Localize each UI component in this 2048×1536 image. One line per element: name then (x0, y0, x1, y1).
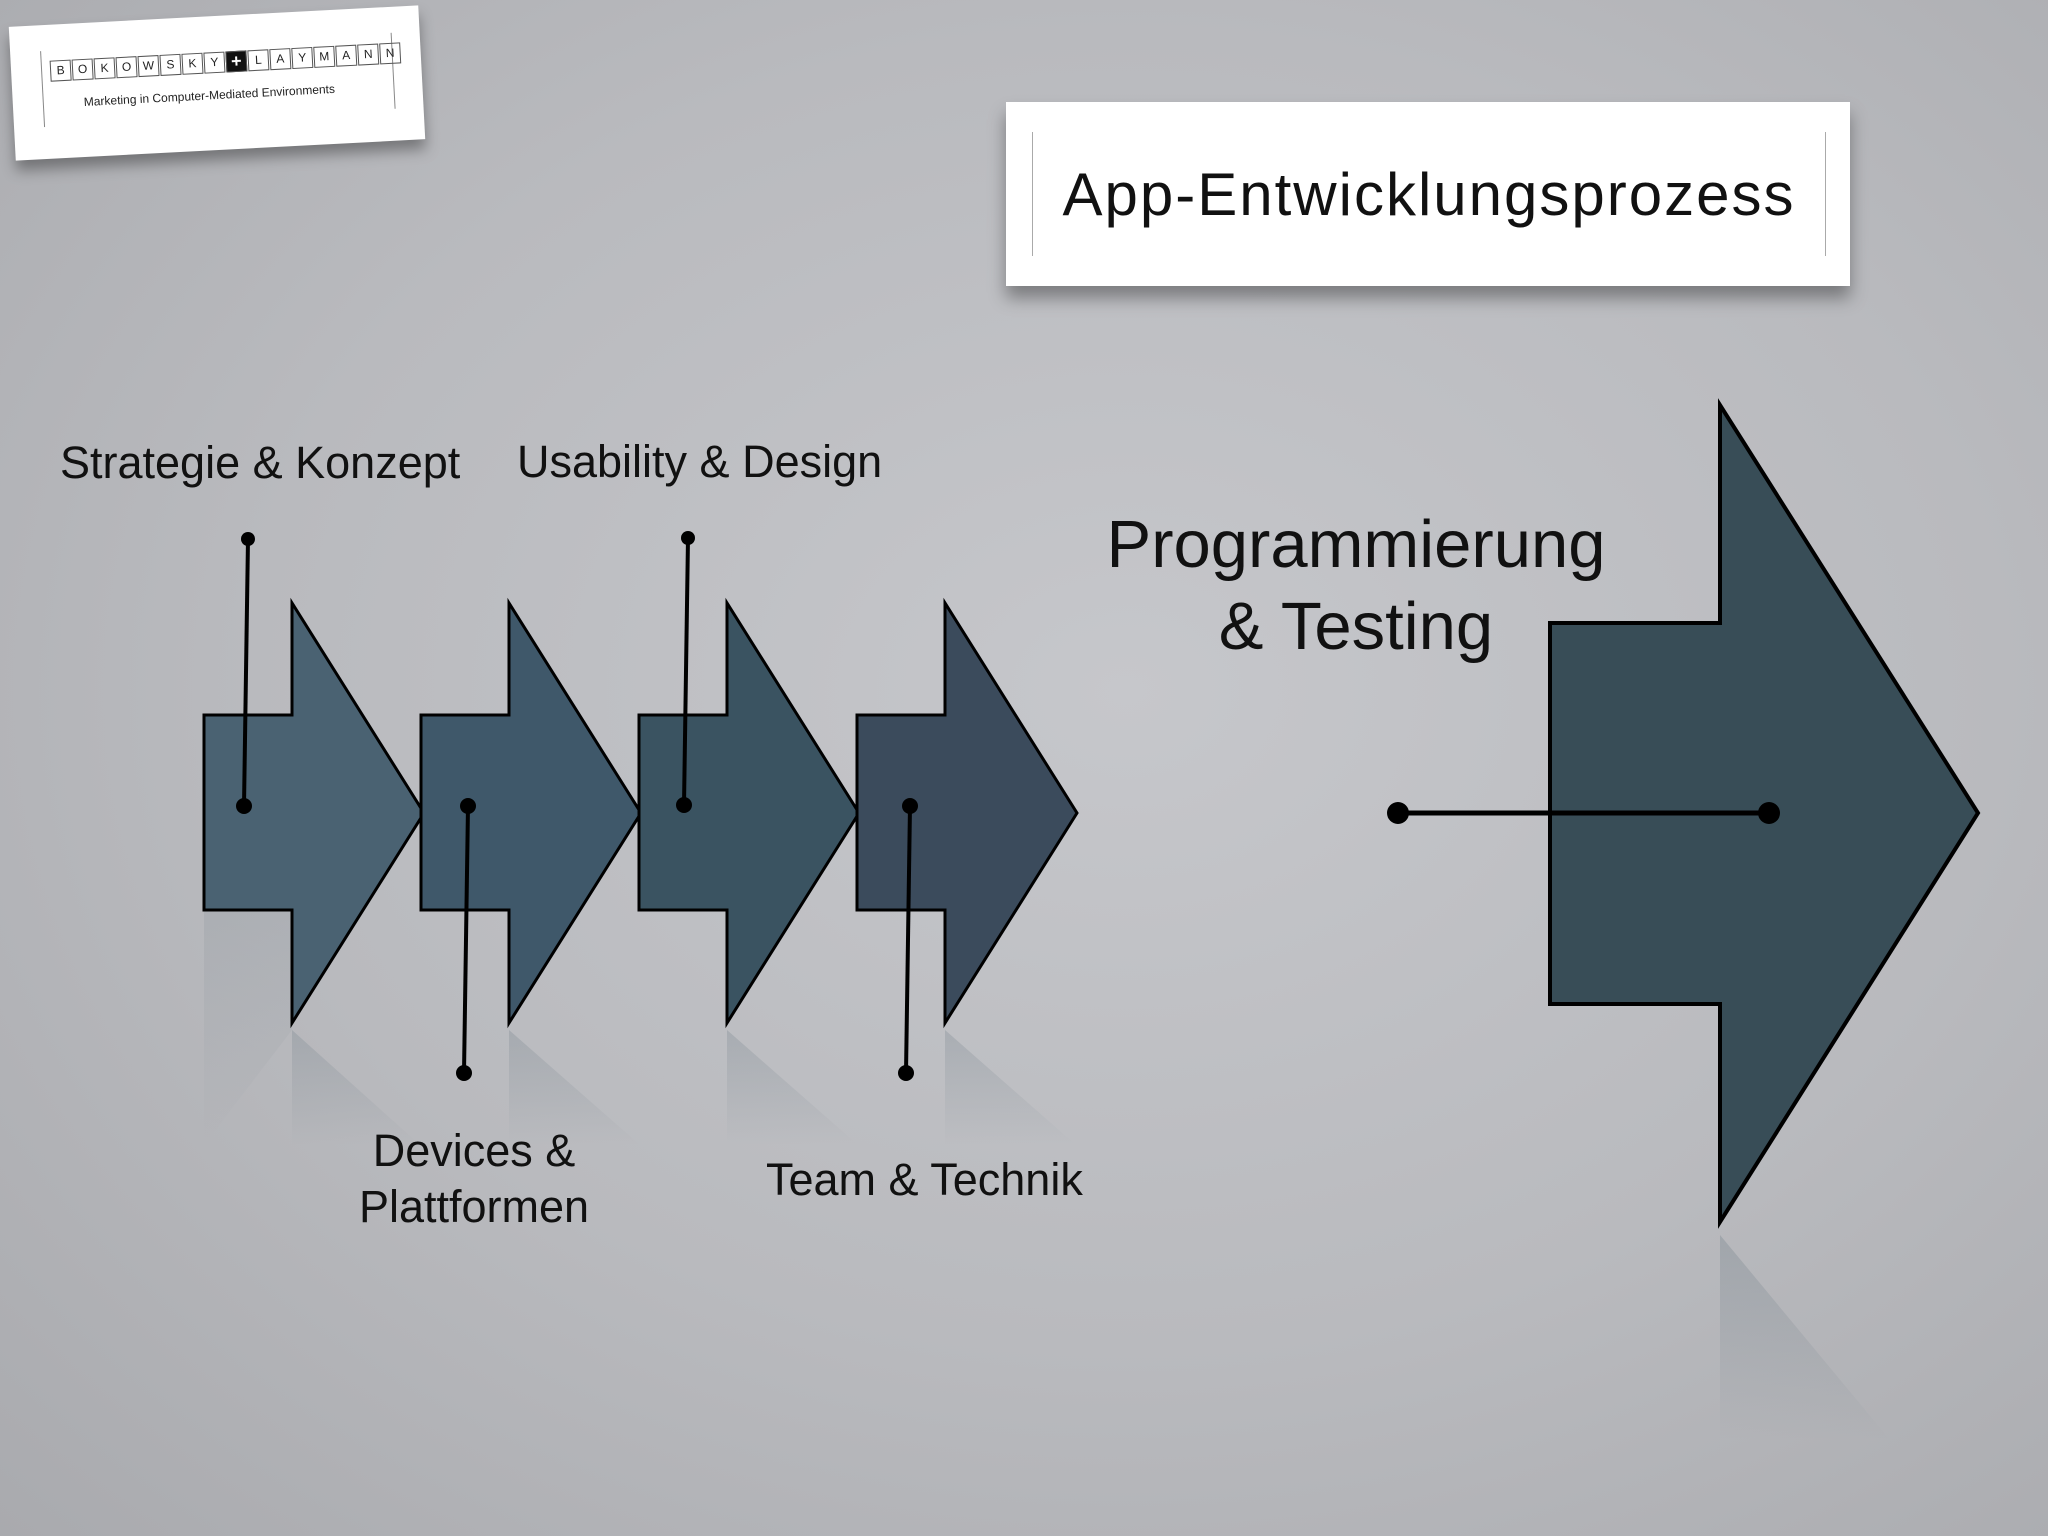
label-programmierung-testing: Programmierung & Testing (1106, 504, 1606, 667)
label-line: & Testing (1218, 588, 1494, 664)
arrow-reflection (204, 910, 292, 1145)
label-usability-design: Usability & Design (517, 436, 883, 487)
connector-dot (460, 798, 476, 814)
connector-dot (456, 1065, 472, 1081)
label-line: Devices & (372, 1125, 576, 1176)
arrow-reflection (292, 1030, 420, 1145)
connector-dot (236, 798, 252, 814)
arrow-reflections (204, 910, 1890, 1440)
connector-line (242, 538, 250, 807)
connector-dot (1758, 802, 1780, 824)
label-line: Plattformen (358, 1181, 590, 1233)
connector-dot (681, 531, 695, 545)
page-title: App-Entwicklungsprozess (1062, 160, 1796, 228)
connector-dot (676, 797, 692, 813)
label-line: Programmierung (1106, 507, 1606, 582)
process-arrow-3 (637, 597, 861, 1029)
label-team-technik: Team & Technik (766, 1154, 1083, 1205)
connector-line (904, 805, 912, 1074)
process-arrow-4 (855, 597, 1079, 1029)
arrow-reflection (945, 1030, 1076, 1145)
connector-dot (1387, 802, 1409, 824)
connector-line (462, 805, 470, 1074)
arrow-reflection (1720, 1235, 1890, 1440)
connector-line (682, 537, 690, 806)
arrow-reflection (509, 1030, 640, 1145)
process-arrow-2 (419, 597, 643, 1029)
process-arrow-1 (202, 597, 426, 1029)
arrow-reflection (727, 1030, 858, 1145)
connector-dot (898, 1065, 914, 1081)
title-box: App-Entwicklungsprozess (1006, 102, 1850, 286)
connectors (236, 531, 1780, 1081)
label-devices-plattformen: Devices & Plattformen (340, 1123, 608, 1236)
connector-dot (241, 532, 255, 546)
connector-dot (902, 798, 918, 814)
title-frame: App-Entwicklungsprozess (1032, 132, 1826, 256)
label-strategie-konzept: Strategie & Konzept (60, 437, 461, 488)
